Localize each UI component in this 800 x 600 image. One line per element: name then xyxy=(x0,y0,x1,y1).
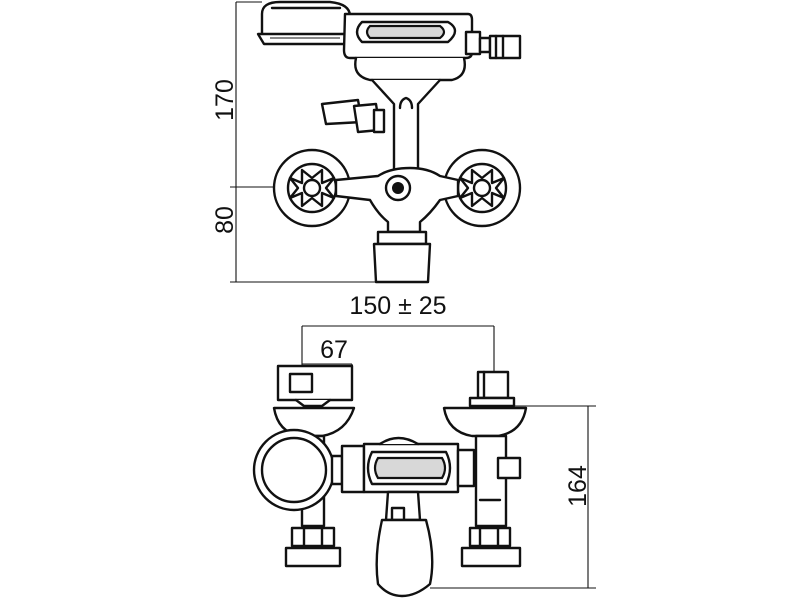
handshower-head-plan xyxy=(252,428,344,512)
lower-height-label: 80 xyxy=(211,206,239,234)
shower-head xyxy=(256,0,354,46)
depth-label: 164 xyxy=(564,465,592,507)
upper-height-label: 170 xyxy=(211,79,239,121)
side-offset-label: 67 xyxy=(320,336,348,364)
diverter-knob xyxy=(320,98,386,134)
spout-plan xyxy=(340,436,522,598)
right-valve xyxy=(442,148,522,228)
plan-view: 150 ± 25 67 164 xyxy=(252,292,596,598)
handshower-handle xyxy=(342,12,522,60)
height-dimension-lines xyxy=(230,1,380,283)
centre-spacing-label: 150 ± 25 xyxy=(349,292,446,320)
right-valve-plan xyxy=(442,370,528,568)
left-valve xyxy=(272,148,352,228)
holder-arm xyxy=(354,56,466,177)
front-view: 170 80 xyxy=(211,0,522,284)
left-valve-plan xyxy=(272,364,356,568)
mixer-body xyxy=(334,166,460,284)
